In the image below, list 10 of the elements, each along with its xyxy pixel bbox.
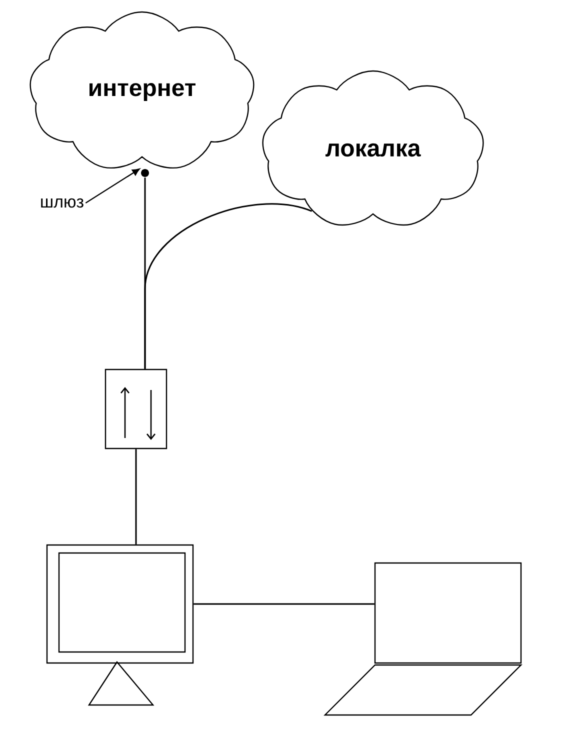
- cable-line: [194, 603, 374, 605]
- leader-arrow: [85, 168, 140, 204]
- cloud: локалка: [262, 70, 484, 226]
- switch-box: [104, 368, 168, 450]
- monitor-drawing: [46, 544, 194, 706]
- cable-line: [144, 203, 312, 369]
- cable-line: [135, 449, 137, 544]
- junction-dot: [141, 169, 149, 177]
- cloud: интернет: [30, 11, 254, 168]
- gateway-label: шлюз: [41, 198, 84, 208]
